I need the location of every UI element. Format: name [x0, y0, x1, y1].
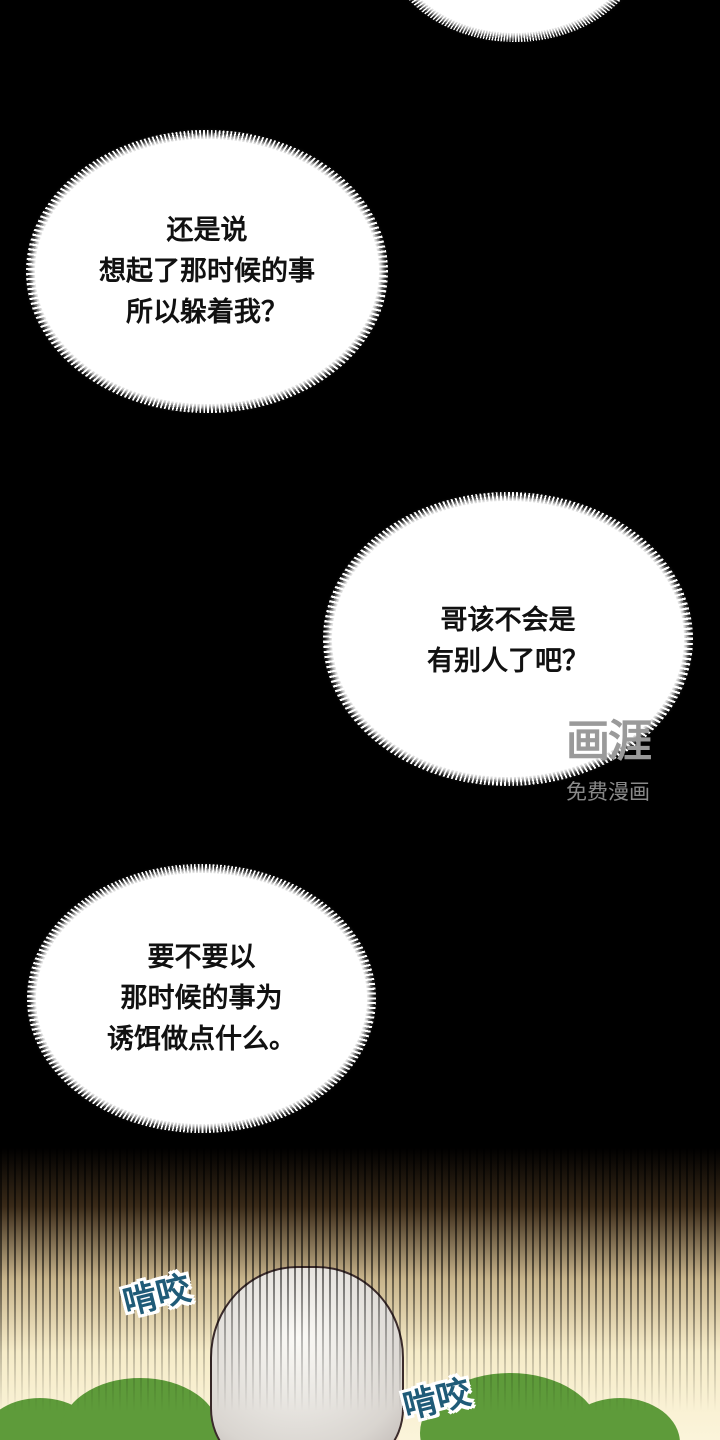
bubble-line: 还是说 — [166, 215, 248, 246]
bubble-line: 要不要以 — [147, 942, 256, 973]
speech-bubble-3: 要不要以 那时候的事为 诱饵做点什么。 — [27, 864, 376, 1133]
speech-bubble-top-partial — [382, 0, 648, 42]
bubble-fill — [36, 873, 367, 1124]
bubble-line: 想起了那时候的事 — [99, 256, 315, 287]
watermark-subtitle: 免费漫画 — [566, 780, 650, 804]
comic-panel-character: 啃咬 啃咬 — [0, 1148, 720, 1440]
bubble-fill — [35, 139, 379, 404]
bubble-line: 有别人了吧？ — [427, 646, 589, 677]
bubble-fill — [332, 501, 684, 777]
bubble-text: 哥该不会是 有别人了吧？ — [323, 492, 693, 786]
bubble-line: 所以躲着我？ — [126, 297, 288, 328]
watermark: 画涯 免费漫画 — [566, 716, 652, 806]
speech-bubble-1: 还是说 想起了那时候的事 所以躲着我？ — [26, 130, 388, 413]
speech-bubble-2: 哥该不会是 有别人了吧？ — [323, 492, 693, 786]
bubble-text: 要不要以 那时候的事为 诱饵做点什么。 — [27, 864, 376, 1133]
bubble-line: 哥该不会是 — [440, 605, 576, 636]
bubble-line: 诱饵做点什么。 — [107, 1024, 296, 1055]
speed-lines — [0, 1148, 720, 1440]
bubble-line: 那时候的事为 — [120, 983, 283, 1014]
bubble-text: 还是说 想起了那时候的事 所以躲着我？ — [26, 130, 388, 413]
watermark-logo: 画涯 — [566, 716, 652, 767]
